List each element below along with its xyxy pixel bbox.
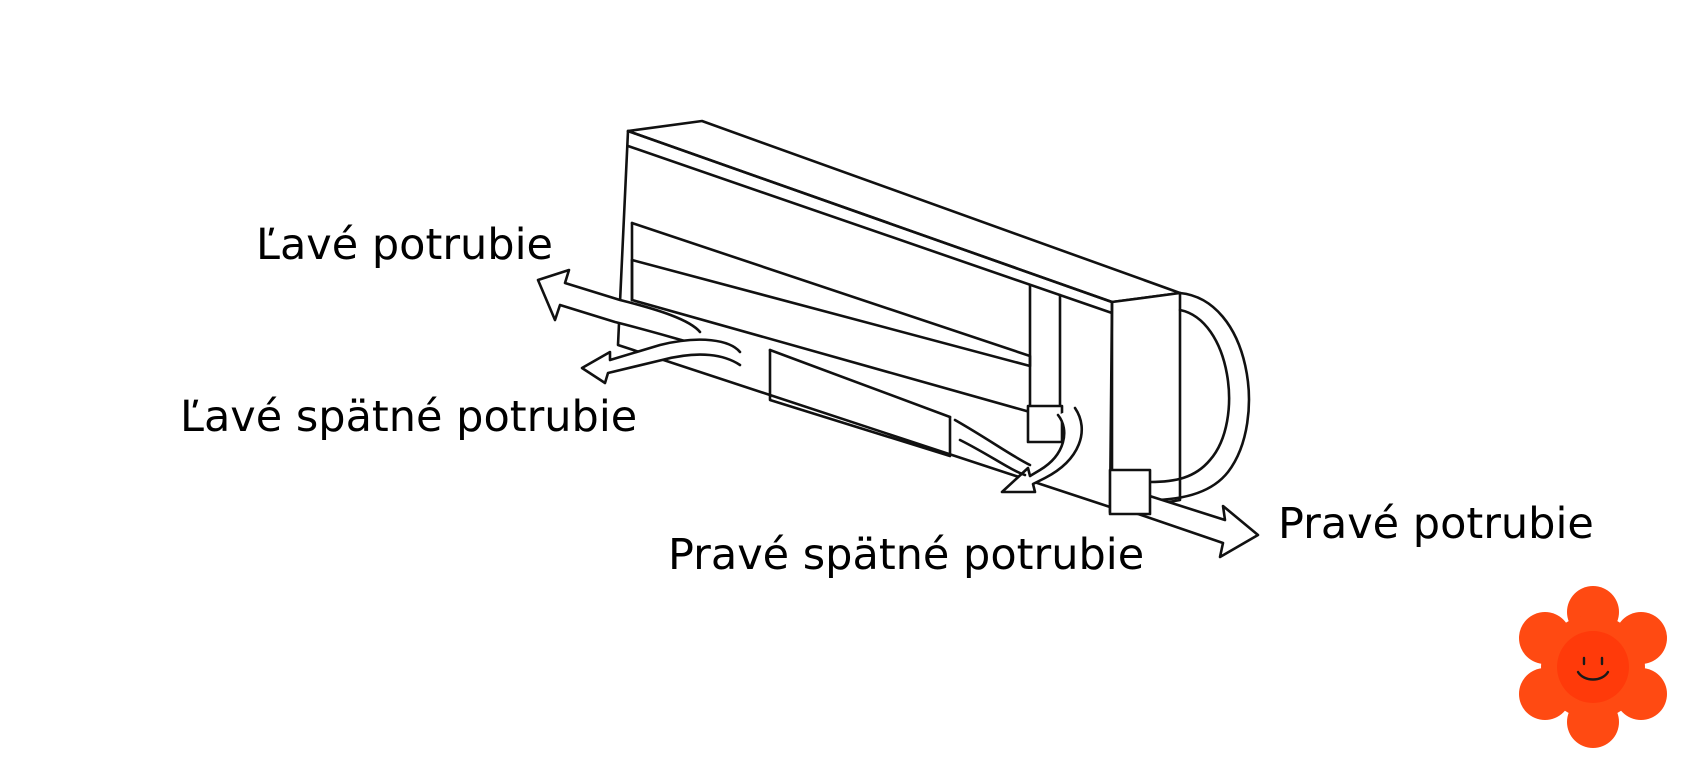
label-left-return-pipe: Ľavé spätné potrubie: [180, 392, 638, 442]
left-pipe-arrow: [536, 268, 702, 347]
smiley-face: [1576, 656, 1610, 681]
label-right-return-pipe: Pravé spätné potrubie: [668, 530, 1145, 580]
right-return-pipe-arrow: [953, 406, 1084, 494]
flower-center: [1557, 631, 1629, 703]
left-return-pipe-arrow: [580, 338, 742, 385]
flower-smiley-icon[interactable]: [1510, 584, 1676, 750]
right-loop-pipe: [1148, 291, 1251, 502]
label-right-pipe: Pravé potrubie: [1278, 499, 1594, 549]
unit-body: [616, 119, 1182, 514]
label-left-pipe: Ľavé potrubie: [256, 220, 553, 270]
drain-box: [1026, 404, 1064, 444]
right-pipe-arrow: [1108, 468, 1260, 559]
